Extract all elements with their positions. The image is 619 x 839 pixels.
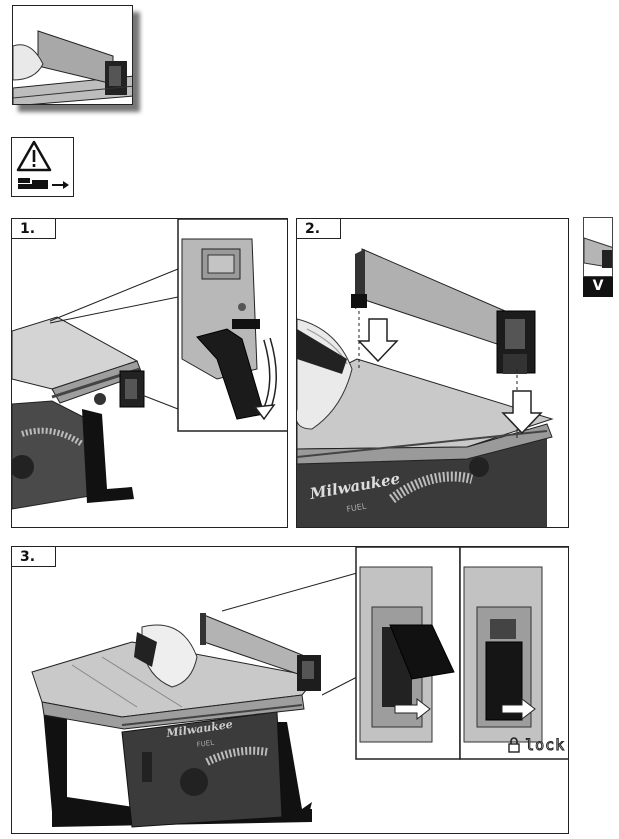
unplug-battery-icon [18,178,69,189]
step-3-panel: Milwaukee FUEL [11,546,569,834]
side-tab-label: V [583,277,613,297]
padlock-icon [508,736,520,753]
warning-triangle-icon [16,140,52,172]
thumbnail-fence-image [12,5,133,105]
step-2-label: 2. [297,219,341,239]
safety-icon-box [11,137,74,197]
step-1-panel: 1. [11,218,288,528]
step-3-illustration: Milwaukee FUEL [31,547,568,828]
thumbnail-illustration [13,30,132,104]
lock-label: lock [525,735,566,754]
brand-sub-logo: FUEL [346,502,368,514]
step-3-label: 3. [12,547,56,567]
step-2-panel: Milwaukee FUEL 2. [296,218,569,528]
brand-sub-logo-step3: FUEL [196,739,215,749]
step-2-illustration: Milwaukee FUEL [297,248,554,527]
step-1-illustration [12,219,287,510]
lock-indicator: lock [508,734,565,754]
step-1-label: 1. [12,219,56,239]
side-tab-thumbnail [583,217,613,277]
